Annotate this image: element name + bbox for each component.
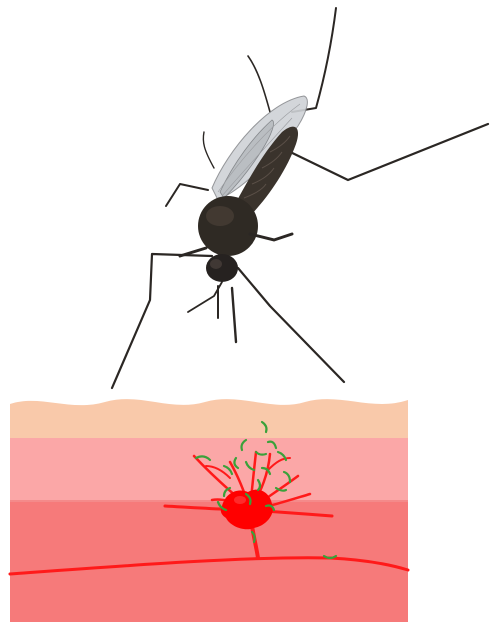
mosquito-leg xyxy=(292,8,336,112)
dermis-layer xyxy=(10,436,408,502)
mosquito-leg xyxy=(282,124,488,180)
mosquito-leg xyxy=(166,184,208,206)
mosquito-femur xyxy=(250,234,292,240)
mosquito-leg xyxy=(112,254,212,388)
mosquito-icon xyxy=(112,8,488,388)
mosquito-leg xyxy=(238,268,344,382)
mosquito-leg xyxy=(188,282,222,312)
layer-boundary xyxy=(10,500,408,502)
mosquito-palp xyxy=(232,288,236,342)
mosquito-antenna xyxy=(248,56,270,112)
epidermis-layer xyxy=(10,399,408,438)
thorax-highlight xyxy=(206,206,234,226)
skin-cross-section xyxy=(10,399,408,622)
mosquito-eye xyxy=(210,259,222,269)
mosquito-head xyxy=(206,254,238,282)
blood-pool-detail xyxy=(234,496,246,504)
mosquito-antenna xyxy=(203,132,214,168)
